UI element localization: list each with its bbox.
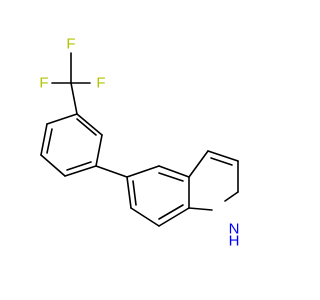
bond-biaryl xyxy=(95,165,128,178)
bond-phenyl-5 xyxy=(95,134,103,167)
bond-phenyl-1 xyxy=(46,113,78,125)
bond-phenyl-double-3 xyxy=(76,118,97,136)
bond-phenyl-double-1 xyxy=(46,128,53,154)
bond-pyrrole-1 xyxy=(188,150,209,178)
bond-indole-benzene-double-1 xyxy=(158,172,184,182)
bond-phenyl-4 xyxy=(64,165,97,177)
atom-label-h: H xyxy=(229,233,240,250)
bond-phenyl-double-2 xyxy=(66,161,92,171)
molecule-canvas: F F F N H xyxy=(39,35,240,250)
atom-label-n: N xyxy=(229,221,240,238)
bond-indole-benzene-2 xyxy=(158,165,190,178)
bond-phenyl-3 xyxy=(40,154,66,177)
bond-phenyl-2 xyxy=(40,123,48,156)
bond-indole-benzene-6 xyxy=(126,176,132,209)
bond-pyrrole-2 xyxy=(207,150,239,162)
atom-label-f-right: F xyxy=(96,75,105,92)
atom-label-f-top: F xyxy=(66,36,75,53)
bond-indole-benzene-1 xyxy=(126,165,160,178)
bond-indole-benzene-double-3 xyxy=(132,180,137,206)
bond-cf3-ring xyxy=(70,82,78,115)
bond-pyrrole-4 xyxy=(224,191,239,202)
bond-phenyl-6 xyxy=(76,113,103,136)
atom-label-f-left: F xyxy=(39,75,48,92)
atom-labels: F F F N H xyxy=(39,36,239,250)
bond-indole-benzene-5 xyxy=(130,207,160,227)
molecule-structure: F F F N H xyxy=(39,36,239,250)
bond-indole-benzene-double-2 xyxy=(158,204,184,220)
bonds xyxy=(40,52,239,227)
bond-pyrrole-5 xyxy=(188,207,213,211)
bond-pyrrole-double xyxy=(210,157,233,166)
bond-indole-benzene-4 xyxy=(158,207,190,227)
